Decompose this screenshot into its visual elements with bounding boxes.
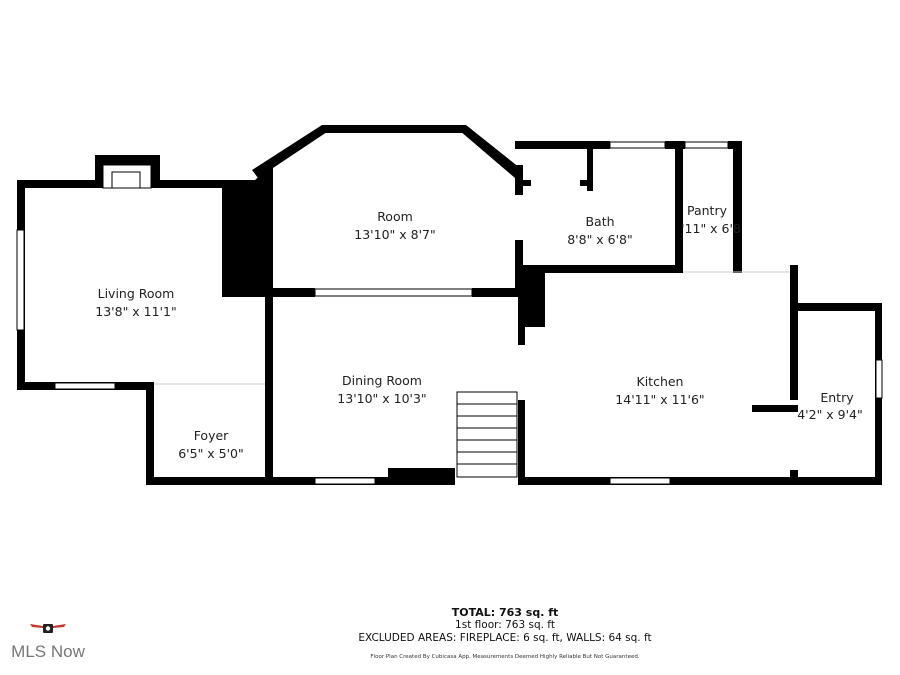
pantry-size: '11" x 6'8 [681,221,741,236]
dining-room-name: Dining Room [342,373,422,388]
room-name: Room [377,209,413,224]
thin-lines [154,271,790,385]
dining-room-size: 13'10" x 10'3" [337,391,426,406]
camera-wings-icon [30,624,66,633]
logo-text: MLS Now [11,642,85,661]
disclaimer: Floor Plan Created By Cubicasa App. Meas… [370,654,640,660]
floor-area: 1st floor: 763 sq. ft [455,619,555,631]
entry-name: Entry [820,390,854,405]
total-area: TOTAL: 763 sq. ft [451,606,559,619]
walls [17,125,882,485]
windows [16,141,883,485]
stairs [456,391,518,478]
foyer-name: Foyer [194,428,229,443]
room-size: 13'10" x 8'7" [354,227,435,242]
bath-size: 8'8" x 6'8" [567,232,633,247]
bath-name: Bath [585,214,614,229]
kitchen-size: 14'11" x 11'6" [615,392,704,407]
entry-size: 4'2" x 9'4" [797,407,863,422]
pantry-name: Pantry [687,203,728,218]
mls-now-logo: MLS Now [6,620,90,662]
floor-plan: Living Room 13'8" x 11'1" Room 13'10" x … [16,125,883,485]
area-summary: TOTAL: 763 sq. ft 1st floor: 763 sq. ft … [300,606,710,664]
excluded-areas: EXCLUDED AREAS: FIREPLACE: 6 sq. ft, WAL… [358,632,652,644]
foyer-size: 6'5" x 5'0" [178,446,244,461]
living-room-name: Living Room [98,286,175,301]
fireplace-hearth [102,164,152,189]
kitchen-name: Kitchen [637,374,684,389]
living-room-size: 13'8" x 11'1" [95,304,176,319]
room-labels: Living Room 13'8" x 11'1" Room 13'10" x … [95,203,862,461]
